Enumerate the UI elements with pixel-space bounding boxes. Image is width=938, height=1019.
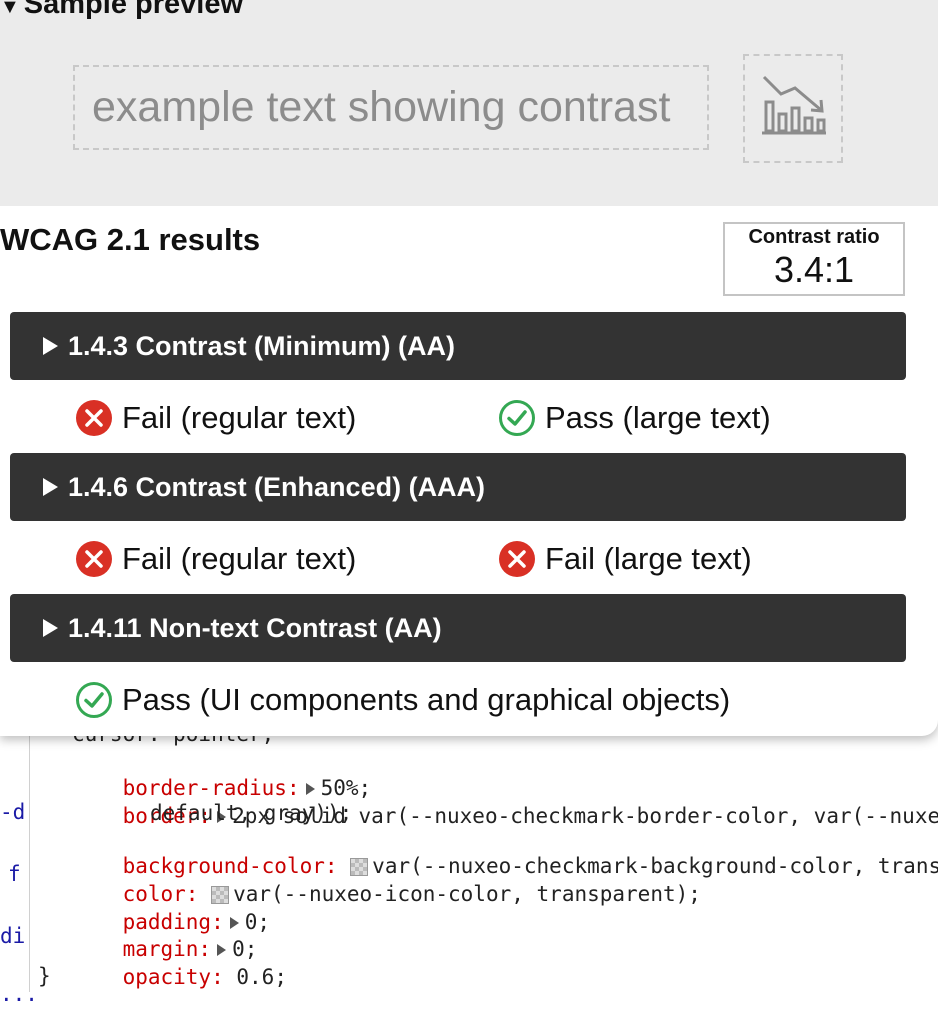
css-value: 0; bbox=[244, 910, 271, 934]
caret-right-icon bbox=[43, 618, 58, 637]
caret-down-icon: ▼ bbox=[0, 0, 20, 18]
results-title: WCAG 2.1 results bbox=[0, 222, 261, 257]
css-prop: margin: bbox=[122, 937, 212, 961]
css-value: 0.6; bbox=[236, 965, 287, 989]
css-prop: opacity: bbox=[122, 965, 224, 989]
sample-text-box: example text showing contrast bbox=[73, 65, 709, 150]
gutter-fragment: ... bbox=[0, 982, 38, 1006]
css-value: 50%; bbox=[320, 776, 372, 800]
result-text: Pass (UI components and graphical object… bbox=[122, 682, 731, 717]
fail-x-icon bbox=[76, 541, 112, 577]
gutter-fragment: -d bbox=[0, 800, 26, 824]
pass-check-icon bbox=[499, 400, 535, 436]
css-line-padding[interactable]: padding: 0; bbox=[72, 880, 270, 964]
css-line-border-cont: default, gray)); bbox=[150, 801, 353, 825]
expand-triangle-icon[interactable] bbox=[305, 783, 315, 795]
criterion-1-4-3-toggle[interactable]: 1.4.3 Contrast (Minimum) (AA) bbox=[10, 312, 906, 380]
css-rule-close-brace: } bbox=[38, 964, 51, 988]
gutter-fragment: di bbox=[0, 924, 26, 948]
criterion-label: 1.4.11 Non-text Contrast (AA) bbox=[68, 613, 442, 643]
code-gutter: -d f di ... bbox=[0, 700, 38, 1006]
color-swatch-icon[interactable] bbox=[211, 886, 230, 904]
css-line-opacity[interactable]: opacity: 0.6; bbox=[72, 935, 287, 1019]
result-text: Fail (large text) bbox=[545, 541, 752, 576]
css-line-border[interactable]: border: 2px solid var(--nuxeo-checkmark-b… bbox=[72, 774, 938, 858]
criterion-1-4-6-toggle[interactable]: 1.4.6 Contrast (Enhanced) (AAA) bbox=[10, 453, 906, 521]
sample-icon-box bbox=[743, 54, 843, 163]
css-line-color[interactable]: color: var(--nuxeo-icon-color, transpare… bbox=[72, 852, 701, 936]
expand-triangle-icon[interactable] bbox=[217, 811, 227, 823]
criterion-label: 1.4.6 Contrast (Enhanced) (AAA) bbox=[68, 472, 486, 502]
color-swatch-icon[interactable] bbox=[350, 858, 369, 876]
contrast-ratio-label: Contrast ratio bbox=[748, 226, 880, 248]
css-value: 0; bbox=[232, 937, 258, 961]
css-prop: border: bbox=[122, 804, 212, 828]
fail-x-icon bbox=[76, 400, 112, 436]
expand-triangle-icon[interactable] bbox=[217, 944, 227, 956]
result-text: Pass (large text) bbox=[545, 400, 771, 435]
contrast-ratio-box: Contrast ratio 3.4:1 bbox=[723, 222, 905, 296]
styles-code-panel: -d f di ... cursor: pointer; border-radi… bbox=[0, 700, 938, 1006]
chart-trending-down-icon bbox=[762, 75, 826, 135]
contrast-ratio-value: 3.4:1 bbox=[773, 249, 855, 290]
contrast-popup: ▼Sample preview example text showing con… bbox=[0, 0, 938, 718]
css-prop: background-color: bbox=[122, 854, 338, 878]
criterion-1-4-11-toggle[interactable]: 1.4.11 Non-text Contrast (AA) bbox=[10, 594, 906, 662]
css-value: var(--nuxeo-icon-color, transparent); bbox=[233, 882, 701, 906]
expand-triangle-icon[interactable] bbox=[229, 917, 239, 929]
sample-preview-toggle[interactable]: ▼Sample preview bbox=[0, 0, 243, 21]
result-text: Fail (regular text) bbox=[122, 400, 357, 435]
css-line-margin[interactable]: margin: 0; bbox=[72, 907, 258, 991]
css-line-background-color[interactable]: background-color: var(--nuxeo-checkmark-… bbox=[72, 824, 938, 908]
pass-check-icon bbox=[76, 682, 112, 718]
result-text: Fail (regular text) bbox=[122, 541, 357, 576]
sample-preview-title: Sample preview bbox=[23, 0, 244, 20]
sample-preview-area: ▼Sample preview example text showing con… bbox=[0, 0, 938, 206]
caret-right-icon bbox=[43, 336, 58, 355]
caret-right-icon bbox=[43, 477, 58, 496]
css-value: 2px solid var(--nuxeo-checkmark-border-c… bbox=[232, 804, 938, 828]
css-prop: padding: bbox=[122, 910, 224, 934]
css-value: var(--nuxeo-checkmark-background-color, … bbox=[372, 854, 938, 878]
css-line-border-radius[interactable]: border-radius: 50%; bbox=[72, 746, 372, 830]
gutter-fragment: f bbox=[8, 862, 21, 886]
criterion-label: 1.4.3 Contrast (Minimum) (AA) bbox=[68, 331, 456, 361]
css-prop: border-radius: bbox=[122, 776, 300, 800]
gutter-divider bbox=[29, 700, 30, 992]
fail-x-icon bbox=[499, 541, 535, 577]
css-prop: color: bbox=[122, 882, 199, 906]
